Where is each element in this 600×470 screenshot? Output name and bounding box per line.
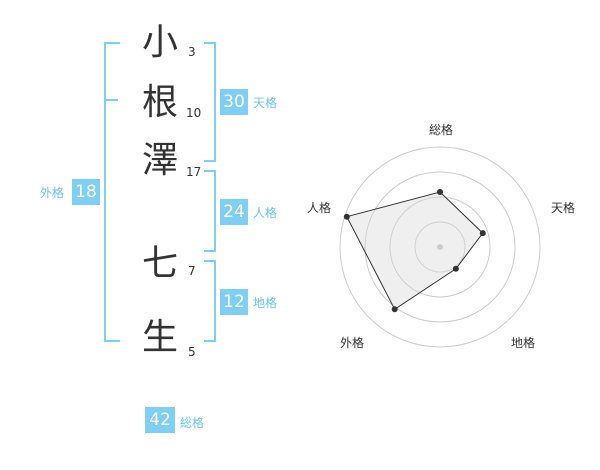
radar-point-5 (343, 213, 350, 220)
radar-axis-label-jinkaku: 人格 (307, 201, 332, 215)
stroke-count-3: 17 (186, 165, 202, 179)
radar-point-4 (391, 306, 398, 313)
radar-axis-label-chikaku: 地格 (511, 336, 536, 350)
name-char-2: 根 (142, 82, 179, 123)
radar-axis-label-gaikaku: 外格 (340, 336, 365, 350)
bracket-tick (104, 99, 118, 101)
chikaku-label: 地格 (253, 296, 278, 310)
radar-point-1 (437, 189, 443, 195)
radar-point-3 (452, 265, 459, 272)
chikaku-bracket (204, 260, 216, 342)
stroke-count-2: 10 (186, 106, 202, 120)
stroke-count-5: 5 (188, 345, 196, 359)
stroke-count-4: 7 (188, 264, 196, 278)
radar-center-dot (437, 244, 443, 250)
gaikaku-label: 外格 (40, 186, 65, 200)
jinkaku-value: 24 (220, 199, 248, 225)
gaikaku-bracket (104, 42, 120, 342)
chikaku-value: 12 (220, 289, 248, 315)
name-char-5: 生 (142, 317, 179, 358)
tenkaku-bracket (204, 42, 216, 162)
radar-area (346, 191, 484, 311)
jinkaku-label: 人格 (253, 206, 278, 220)
soukaku-label: 総格 (180, 416, 205, 430)
radar-axis-label-tenkaku: 天格 (551, 201, 576, 215)
jinkaku-bracket (204, 170, 216, 252)
radar-point-2 (479, 230, 486, 237)
name-char-1: 小 (142, 22, 179, 63)
name-char-4: 七 (142, 243, 179, 284)
name-char-3: 澤 (142, 140, 179, 181)
gaikaku-value: 18 (72, 179, 100, 205)
tenkaku-label: 天格 (253, 96, 278, 110)
soukaku-value: 42 (145, 407, 175, 433)
tenkaku-value: 30 (220, 89, 248, 115)
radar-axis-label-soukaku: 総格 (429, 123, 454, 137)
stroke-count-1: 3 (188, 45, 196, 59)
